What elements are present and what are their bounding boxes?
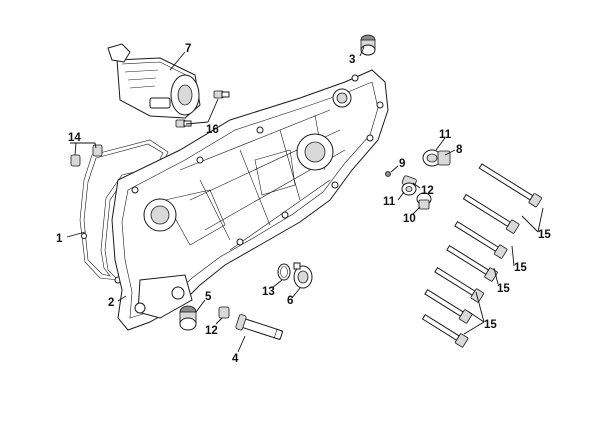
bush-part-5 [179,305,197,331]
long-bolt-part-15 [421,163,543,348]
crankcase-part-2 [111,69,389,331]
oil-bolt-part-8 [422,149,451,167]
callout-12a: 12 [421,185,434,197]
callout-11a: 11 [439,129,452,141]
gasket-part-1 [79,139,169,284]
callout-10: 10 [403,213,416,225]
bolt-part-16 [175,90,230,128]
starter-motor-part-7 [107,43,201,119]
callout-5: 5 [205,291,212,303]
bush-part-3 [360,34,376,56]
leader-lines [66,46,544,353]
dowel-pin-part-14 [70,144,103,167]
callout-2: 2 [108,297,114,309]
o-ring-part-13 [277,263,291,281]
washer-part-11 [401,182,417,196]
callout-9: 9 [399,158,405,170]
plug-part-6 [293,262,313,289]
callout-16: 16 [206,124,219,136]
shaft-part-4 [235,314,284,341]
callout-14: 14 [68,132,81,144]
pin-part-9 [385,171,391,177]
callout-4: 4 [232,353,239,365]
bolt-part-10 [416,192,432,210]
callout-1: 1 [56,233,63,245]
callout-11b: 11 [383,196,396,208]
callout-6: 6 [287,295,293,307]
callout-12b: 12 [205,325,218,337]
callout-15b: 15 [514,262,527,274]
callout-8: 8 [456,144,463,156]
callout-13: 13 [262,286,275,298]
callout-labels: 7 3 16 14 1 11 8 9 12 11 10 15 15 15 15 … [56,43,551,365]
callout-15a: 15 [538,229,551,241]
callout-15c: 15 [497,283,510,295]
dowel-part-12-lower [218,306,230,319]
callout-3: 3 [349,54,355,66]
callout-15d: 15 [484,319,497,331]
callout-7: 7 [185,43,191,55]
